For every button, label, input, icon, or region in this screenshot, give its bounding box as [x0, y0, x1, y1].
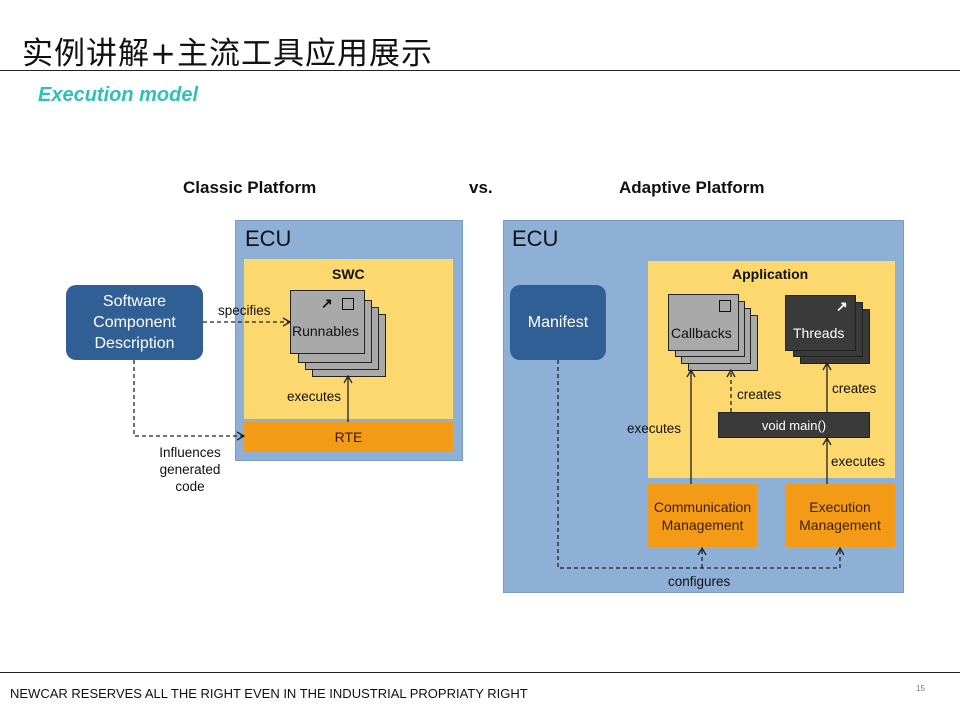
manifest-box: Manifest	[510, 285, 606, 360]
callbacks-card: Callbacks	[668, 294, 739, 351]
influences-arrow	[133, 360, 246, 441]
adaptive-platform-heading: Adaptive Platform	[619, 178, 765, 197]
page-number: 15	[916, 684, 925, 693]
thread-arrow-icon: ↗	[836, 298, 848, 314]
threads-label: Threads	[793, 325, 845, 341]
runnables-card: ↗ Runnables	[290, 290, 365, 354]
creates-label-callbacks: creates	[737, 387, 782, 402]
vs-label: vs.	[469, 178, 493, 197]
title-divider	[0, 70, 960, 71]
threads-card: ↗ Threads	[785, 295, 856, 351]
callback-square-icon	[342, 298, 354, 310]
callbacks-label: Callbacks	[671, 325, 732, 341]
runnables-label: Runnables	[292, 323, 359, 339]
executes-label-exec: executes	[831, 454, 886, 469]
callback-square-icon	[719, 300, 731, 312]
footer-text: NEWCAR RESERVES ALL THE RIGHT EVEN IN TH…	[10, 686, 528, 701]
configures-label: configures	[668, 574, 731, 589]
swc-description-box: Software Component Description	[66, 285, 203, 360]
application-label: Application	[732, 266, 809, 282]
footer-divider	[0, 672, 960, 673]
communication-management-box: Communication Management	[648, 484, 757, 547]
creates-label-threads: creates	[832, 381, 877, 396]
execution-management-box: Execution Management	[785, 484, 895, 547]
specifies-label: specifies	[218, 303, 271, 318]
classic-executes-label: executes	[287, 389, 342, 404]
slide-title: 实例讲解+主流工具应用展示	[22, 36, 433, 72]
configures-line	[557, 360, 840, 569]
classic-ecu-label: ECU	[245, 226, 292, 251]
executes-label-comm: executes	[627, 421, 682, 436]
thread-arrow-icon: ↗	[321, 295, 333, 311]
classic-platform-heading: Classic Platform	[183, 178, 317, 197]
slide-subtitle: Execution model	[38, 84, 199, 106]
void-main-box: void main()	[718, 412, 870, 438]
adaptive-ecu-label: ECU	[512, 226, 559, 251]
influences-label: Influences generated code	[159, 445, 221, 494]
rte-box: RTE	[244, 422, 453, 452]
swc-label: SWC	[332, 266, 365, 282]
